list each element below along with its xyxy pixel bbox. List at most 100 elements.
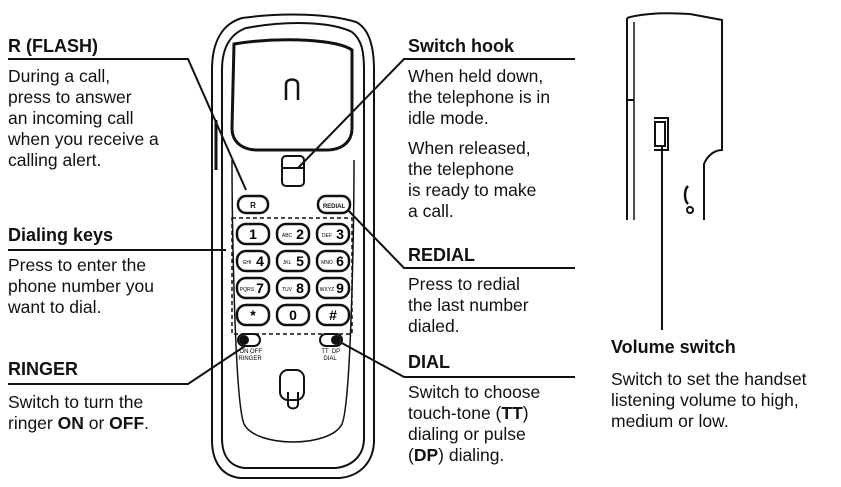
r-flash-line: press to answer xyxy=(8,87,132,107)
ringer-description: Switch to turn the ringer ON or OFF. xyxy=(8,392,149,434)
key-letters-label: JKL xyxy=(283,260,292,266)
key-letters-label: ABC xyxy=(282,233,293,239)
dial-line-2: touch-tone (TT) xyxy=(408,403,540,424)
dial-line-4: (DP) dialing. xyxy=(408,445,540,466)
slide-switches[interactable]: ON OFF RINGER TT DP DIAL xyxy=(237,333,343,362)
key-1-button[interactable] xyxy=(235,222,271,246)
dial-leader xyxy=(339,341,575,378)
volume-switch-description: Switch to set the handset listening volu… xyxy=(611,369,807,432)
switch-hook-line: the telephone xyxy=(408,159,515,179)
dial-text: ) dialing. xyxy=(438,445,505,465)
key-letters-label: PQRS xyxy=(240,287,255,293)
r-flash-title: R (FLASH) xyxy=(8,36,98,56)
dial-text: ) xyxy=(522,403,529,423)
key-3-button[interactable] xyxy=(315,222,351,246)
dialing-keys-line: phone number you xyxy=(8,276,154,296)
volume-switch-line: medium or low. xyxy=(611,411,729,431)
dial-dp-label: DP xyxy=(332,349,340,355)
key-star-button[interactable] xyxy=(235,303,271,327)
dial-switch-label: DIAL xyxy=(323,356,337,362)
key-letters-label: TUV xyxy=(282,287,293,293)
key-digit-label: 0 xyxy=(289,307,297,323)
r-flash-description: During a call, press to answer an incomi… xyxy=(8,66,159,171)
key-letters-label: DEF xyxy=(322,233,332,239)
key-digit-label: 7 xyxy=(256,280,264,296)
switch-hook-line: a call. xyxy=(408,201,454,221)
ringer-title: RINGER xyxy=(8,359,79,379)
switch-hook-line: When released, xyxy=(408,138,531,158)
ringer-text-mid: or xyxy=(83,413,110,433)
ringer-on-label: ON xyxy=(240,349,249,355)
r-flash-button[interactable] xyxy=(236,194,270,215)
ringer-switch-label: RINGER xyxy=(238,356,262,362)
redial-description: Press to redial the last number dialed. xyxy=(408,274,529,337)
volume-switch-title: Volume switch xyxy=(611,337,736,357)
dialing-keys-title: Dialing keys xyxy=(8,225,114,245)
volume-switch[interactable] xyxy=(654,121,666,147)
ringer-on-text: ON xyxy=(57,413,84,433)
ringer-off-text: OFF xyxy=(109,413,145,433)
switch-hook-line: is ready to make xyxy=(408,180,537,200)
dial-text: ( xyxy=(408,445,414,465)
key-digit-label: 9 xyxy=(336,280,344,296)
ringer-text-pre: ringer xyxy=(8,413,58,433)
key-letters-label: WXYZ xyxy=(320,287,334,293)
dialing-keys-line: Press to enter the xyxy=(8,255,147,275)
redial-line: the last number xyxy=(408,295,529,315)
dialing-keys-line: want to dial. xyxy=(8,297,102,317)
redial-key-label: REDIAL xyxy=(323,204,346,210)
key-5-button[interactable] xyxy=(275,249,311,273)
key-2-button[interactable] xyxy=(275,222,311,246)
dial-text: touch-tone ( xyxy=(408,403,502,423)
switch-hook-released-description: When released, the telephone is ready to… xyxy=(408,138,536,222)
switch-hook-line: When held down, xyxy=(408,66,544,86)
redial-line: Press to redial xyxy=(408,274,520,294)
dial-description: Switch to choose touch-tone (TT) dialing… xyxy=(408,382,540,466)
handset-side-view xyxy=(626,12,723,220)
dial-switch-knob xyxy=(331,335,341,345)
dialing-keys-description: Press to enter the phone number you want… xyxy=(8,255,154,318)
r-flash-key-label: R xyxy=(250,201,256,210)
r-flash-leader xyxy=(8,58,247,191)
switch-hook-held-description: When held down, the telephone is in idle… xyxy=(408,66,550,129)
key-digit-label: 1 xyxy=(249,226,257,242)
key-6-button[interactable] xyxy=(315,249,351,273)
key-hash-button[interactable] xyxy=(315,303,351,327)
key-digit-label: * xyxy=(250,307,256,323)
dial-line-3: dialing or pulse xyxy=(408,424,526,444)
keypad-outline xyxy=(231,217,353,335)
key-digit-label: 5 xyxy=(296,253,304,269)
dial-tt-label: TT xyxy=(321,349,329,355)
redial-line: dialed. xyxy=(408,316,460,336)
r-flash-line: During a call, xyxy=(8,66,111,86)
key-9-button[interactable] xyxy=(315,276,351,300)
ringer-line-2: ringer ON or OFF. xyxy=(8,413,149,434)
key-letters-label: MNO xyxy=(321,260,333,266)
key-8-button[interactable] xyxy=(275,276,311,300)
switch-hook-line: idle mode. xyxy=(408,108,489,128)
r-flash-line: an incoming call xyxy=(8,108,134,128)
switch-hook-title: Switch hook xyxy=(408,36,515,56)
dial-title: DIAL xyxy=(408,352,450,372)
dial-line-1: Switch to choose xyxy=(408,382,541,402)
ringer-switch-knob xyxy=(239,335,249,345)
switch-hook-line: the telephone is in xyxy=(408,87,551,107)
dial-dp-text: DP xyxy=(413,445,439,465)
volume-switch-line: listening volume to high, xyxy=(611,390,799,410)
ringer-off-label: OFF xyxy=(250,349,262,355)
dial-tt-text: TT xyxy=(501,403,523,423)
volume-switch-line: Switch to set the handset xyxy=(611,369,807,389)
key-digit-label: # xyxy=(329,307,337,323)
function-keys[interactable]: R REDIAL xyxy=(236,194,352,215)
ringer-line-1: Switch to turn the xyxy=(8,392,144,412)
key-digit-label: 4 xyxy=(256,253,264,269)
key-7-button[interactable] xyxy=(235,276,271,300)
handset-front xyxy=(211,13,375,479)
key-digit-label: 3 xyxy=(336,226,344,242)
r-flash-line: when you receive a xyxy=(8,129,159,149)
key-4-button[interactable] xyxy=(235,249,271,273)
redial-button[interactable] xyxy=(316,194,352,215)
key-0-button[interactable] xyxy=(275,303,311,327)
